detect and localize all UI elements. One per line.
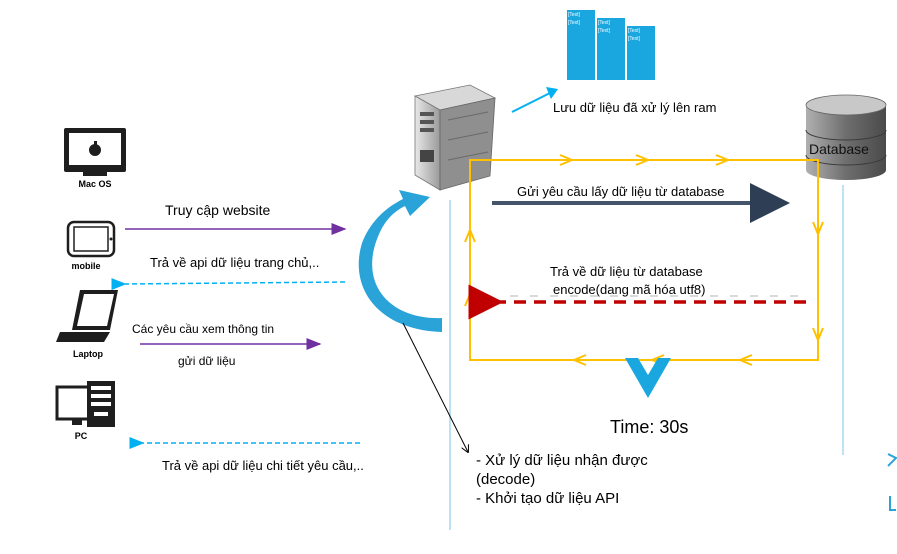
device-label-mobile: mobile xyxy=(71,261,101,271)
processing-note: - Xử lý dữ liệu nhận được (decode) - Khở… xyxy=(476,451,648,508)
send-data-label: gửi dữ liệu xyxy=(178,354,236,368)
processing-curve-arrow xyxy=(358,190,442,332)
timer-chevron xyxy=(625,358,671,398)
edge-fragment-2 xyxy=(889,496,896,511)
laptop-icon xyxy=(56,290,118,342)
device-label-mac: Mac OS xyxy=(78,179,112,189)
pc-icon xyxy=(55,381,115,427)
access-website-label: Truy cập website xyxy=(165,202,271,218)
ram-block-2-text: [Text][Text] xyxy=(598,20,610,34)
return-homepage-arrow xyxy=(111,278,346,291)
database-label: Database xyxy=(809,141,869,157)
processing-line-1: - Xử lý dữ liệu nhận được xyxy=(476,452,648,469)
device-label-laptop: Laptop xyxy=(73,349,103,359)
ram-store-arrow xyxy=(511,91,553,113)
timer-label: Time: 30s xyxy=(610,417,689,437)
device-label-pc: PC xyxy=(74,431,88,441)
ram-blocks xyxy=(567,10,655,80)
db-return-label-2: encode(dang mã hóa utf8) xyxy=(553,282,706,297)
edge-fragment-1 xyxy=(887,453,897,467)
return-detail-label: Trả về api dữ liệu chi tiết yêu cầu,.. xyxy=(162,458,364,473)
processing-line-2: (decode) xyxy=(476,471,536,488)
mobile-icon xyxy=(66,220,116,258)
ram-block-3-text: [Text][Text] xyxy=(628,28,640,42)
server-icon xyxy=(413,84,497,191)
processing-pointer-arrow xyxy=(402,322,468,452)
return-homepage-label: Trả về api dữ liệu trang chủ,.. xyxy=(150,255,320,270)
database-icon xyxy=(805,94,887,180)
ram-block-1-text: [Text][Text] xyxy=(568,12,580,26)
view-request-label: Các yêu cầu xem thông tin xyxy=(132,322,275,336)
ram-label: Lưu dữ liệu đã xử lý lên ram xyxy=(553,100,717,115)
db-return-label-1: Trả về dữ liệu từ database xyxy=(550,264,703,279)
processing-line-3: - Khởi tạo dữ liệu API xyxy=(476,490,620,507)
mac-os-icon xyxy=(64,128,126,176)
db-request-label: Gửi yêu cầu lấy dữ liệu từ database xyxy=(517,184,725,199)
